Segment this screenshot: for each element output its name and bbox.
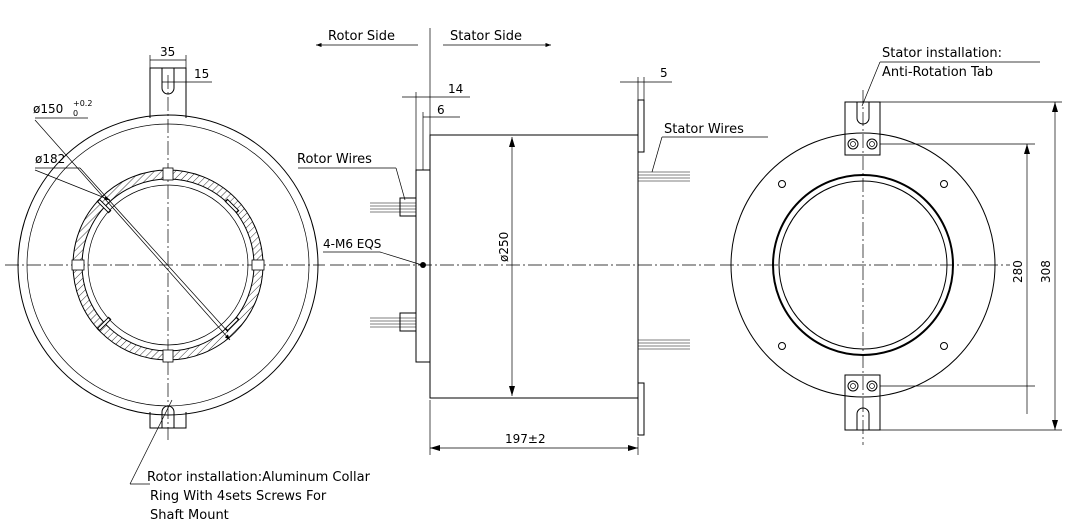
rotor-install-label-3: Shaft Mount	[150, 508, 229, 523]
rotor-wires-top	[370, 197, 417, 217]
bolt-mark	[420, 262, 426, 268]
dim-150-tol-upper: +0.2	[73, 99, 92, 108]
right-top-tab	[844, 101, 881, 156]
stator-side-label: Stator Side	[450, 29, 522, 44]
right-view: 280 308	[720, 61, 1062, 445]
dim-280: 280	[1011, 260, 1025, 283]
stator-wires-bottom	[638, 339, 690, 350]
right-hole-br	[940, 342, 948, 350]
stator-install-label-2: Anti-Rotation Tab	[882, 65, 993, 80]
left-screw-slots	[96, 198, 240, 332]
dim-308: 308	[1039, 260, 1053, 283]
side-stator-tab-top	[637, 99, 645, 153]
rotor-install-label-1: Rotor installation:Aluminum Collar	[147, 470, 371, 485]
leader-rotor-install	[129, 399, 173, 485]
left-view: 35 15 ø150 +0.2 0 ø182	[5, 45, 325, 485]
stator-wires-label: Stator Wires	[664, 122, 744, 137]
rotor-install-label-2: Ring With 4sets Screws For	[150, 489, 327, 504]
right-bottom-tab	[844, 374, 881, 431]
dim-150-tol-lower: 0	[73, 109, 78, 118]
left-notch-bottom	[162, 349, 174, 363]
side-stator-tab-bottom	[637, 382, 645, 436]
dim-15: 15	[194, 67, 209, 81]
leader-150	[34, 119, 231, 341]
rotor-wires-label: Rotor Wires	[297, 152, 372, 167]
stator-install-label-1: Stator installation:	[882, 46, 1002, 61]
right-outer-circle	[730, 132, 996, 398]
stator-wires-top	[638, 171, 690, 182]
right-inner-ring	[772, 174, 954, 356]
bolts-label: 4-M6 EQS	[323, 237, 381, 251]
right-hole-bl	[778, 342, 786, 350]
left-notch-right	[251, 259, 265, 271]
side-view: 14 6 5 ø250 197±2	[298, 28, 768, 455]
dim-250: ø250	[497, 232, 511, 262]
left-notch-top	[162, 167, 174, 181]
dim-150: ø150	[33, 102, 63, 116]
left-top-tab	[149, 67, 187, 118]
leader-182-diag	[79, 167, 229, 333]
right-hole-tl	[778, 180, 786, 188]
leader-182	[34, 169, 111, 201]
dim-5: 5	[660, 66, 668, 80]
right-hole-tr	[940, 180, 948, 188]
rotor-side-label: Rotor Side	[328, 29, 395, 44]
dim-182: ø182	[35, 152, 65, 166]
rotor-wires-bottom	[370, 312, 417, 332]
dim-6: 6	[437, 103, 445, 117]
dim-14: 14	[448, 82, 463, 96]
side-body	[429, 134, 639, 399]
dim-197: 197±2	[505, 432, 546, 446]
left-outer-circle	[17, 114, 319, 416]
left-flange-circle	[26, 123, 310, 407]
left-notch-left	[71, 259, 85, 271]
dim-35: 35	[160, 45, 175, 59]
right-bore-circle	[778, 180, 948, 350]
left-bore-circle	[87, 184, 249, 346]
